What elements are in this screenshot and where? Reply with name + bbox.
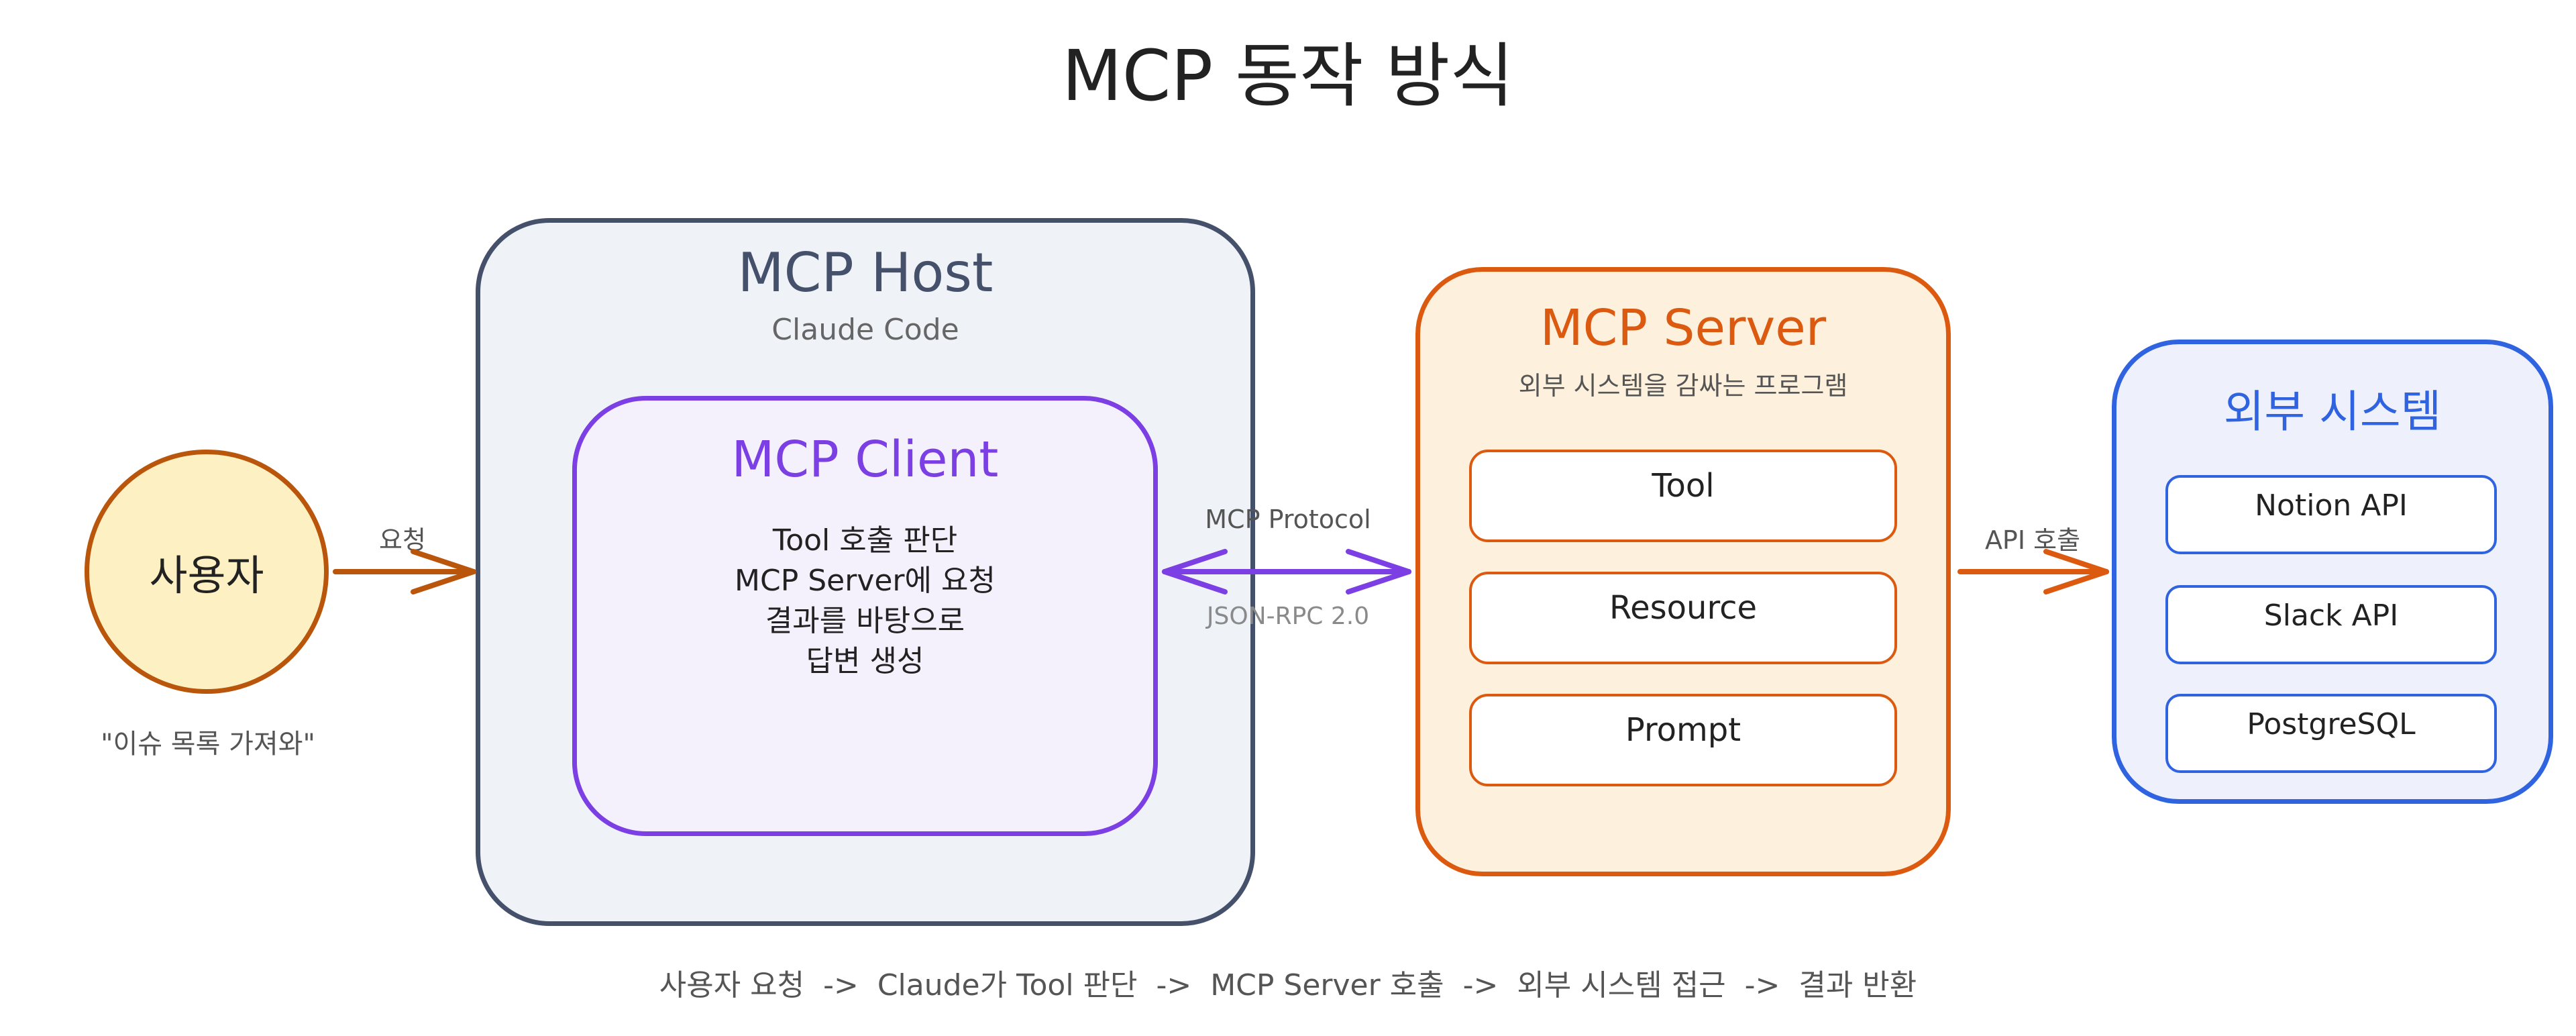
flow-caption: 사용자 요청 -> Claude가 Tool 판단 -> MCP Server …: [659, 968, 1917, 1002]
api-call-label: API 호출: [1984, 525, 2081, 555]
external-item-slack: Slack API: [2165, 585, 2497, 664]
mcp-client-title: MCP Client: [731, 431, 999, 488]
protocol-label: MCP Protocol: [1205, 505, 1371, 534]
user-node: 사용자: [85, 450, 329, 694]
mcp-server-subtitle: 외부 시스템을 감싸는 프로그램: [1518, 371, 1848, 401]
mcp-host-subtitle: Claude Code: [771, 313, 959, 347]
client-server-bidirectional-arrow: [1162, 549, 1411, 594]
mcp-client-box: [572, 396, 1158, 836]
protocol-sublabel: JSON-RPC 2.0: [1206, 603, 1370, 630]
mcp-host-title: MCP Host: [737, 242, 994, 304]
user-label: 사용자: [149, 551, 264, 600]
client-line: MCP Server에 요청: [735, 564, 996, 598]
server-item-prompt: Prompt: [1469, 694, 1897, 786]
client-line: 답변 생성: [806, 644, 924, 678]
server-item-resource: Resource: [1469, 572, 1897, 664]
mcp-client-description: Tool 호출 판단 MCP Server에 요청 결과를 바탕으로 답변 생성: [572, 521, 1158, 682]
external-system-title: 외부 시스템: [2223, 386, 2442, 437]
server-to-external-arrow: [1957, 549, 2109, 594]
server-item-tool: Tool: [1469, 450, 1897, 542]
user-quote: "이슈 목록 가져와": [101, 729, 315, 760]
request-label: 요청: [379, 525, 426, 555]
client-line: 결과를 바탕으로: [765, 604, 965, 638]
mcp-server-title: MCP Server: [1540, 299, 1827, 357]
external-item-notion: Notion API: [2165, 475, 2497, 554]
user-to-host-arrow: [333, 549, 476, 594]
page-title: MCP 동작 방식: [1062, 35, 1514, 117]
client-line: Tool 호출 판단: [772, 523, 958, 558]
external-item-postgresql: PostgreSQL: [2165, 694, 2497, 773]
